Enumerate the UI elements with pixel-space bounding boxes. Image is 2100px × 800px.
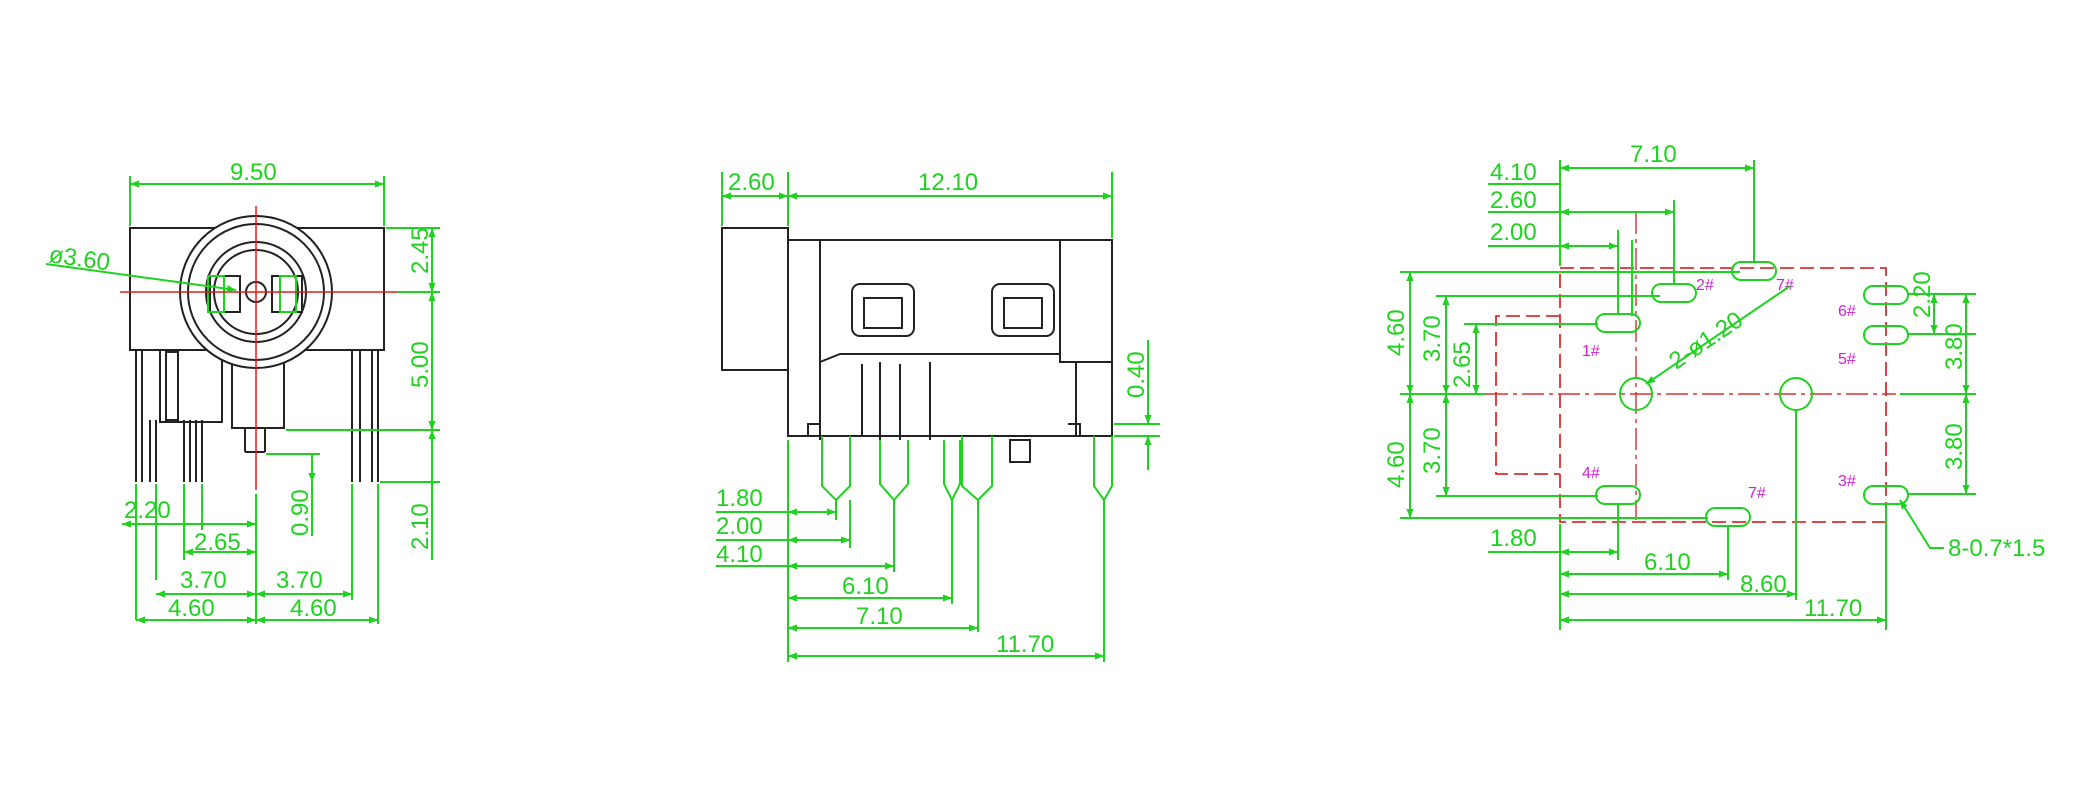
footprint-view: 1# 2# 7# 6# 5# 4# 7# 3# 7.10 4.10 2.60 (1383, 141, 2045, 630)
front-h2-label: 5.00 (407, 341, 434, 388)
fp-right-380-top-label: 3.80 (1941, 323, 1968, 370)
pin-slot-2 (1651, 283, 1697, 303)
front-370-left-label: 3.70 (180, 567, 227, 594)
fp-left-460-top-label: 4.60 (1383, 309, 1410, 356)
fp-top-410-label: 4.10 (1490, 159, 1537, 186)
side-180-label: 1.80 (716, 485, 763, 512)
fp-right-380-bottom-label: 3.80 (1941, 423, 1968, 470)
pin-labels: 1# 2# 7# 6# 5# 4# 7# 3# (1582, 277, 1856, 502)
front-265-label: 2.65 (194, 529, 241, 556)
front-view: 9.50 ø3.60 2.45 5.00 2.10 0.90 (45, 159, 440, 624)
front-h3-label: 2.10 (407, 503, 434, 550)
side-body-outline (721, 227, 1113, 463)
side-260-label: 2.60 (728, 169, 775, 196)
fp-left-370-top-label: 3.70 (1419, 315, 1446, 362)
fp-bottom-180-label: 1.80 (1490, 525, 1537, 552)
fp-left-370-bottom-label: 3.70 (1419, 427, 1446, 474)
front-diameter-label: ø3.60 (47, 241, 112, 276)
side-040-label: 0.40 (1123, 351, 1150, 398)
front-460-left-label: 4.60 (168, 595, 215, 622)
fp-top-200-label: 2.00 (1490, 219, 1537, 246)
front-centerlines (120, 206, 400, 490)
fp-top-260-label: 2.60 (1490, 187, 1537, 214)
pin-label-2: 2# (1696, 277, 1714, 294)
pin-label-5: 5# (1838, 351, 1856, 368)
fp-top-710-label: 7.10 (1630, 141, 1677, 168)
side-710-label: 7.10 (856, 603, 903, 630)
pin-label-3: 3# (1838, 473, 1856, 490)
front-090-label: 0.90 (287, 489, 314, 536)
pin-label-7b: 7# (1748, 485, 1766, 502)
pin-slot-7-bottom (1705, 507, 1751, 527)
fp-left-460-bottom-label: 4.60 (1383, 441, 1410, 488)
fp-right-220-label: 2.20 (1909, 271, 1936, 318)
side-1210-label: 12.10 (918, 169, 978, 196)
pin-slot-1 (1595, 313, 1641, 333)
side-410-label: 4.10 (716, 541, 763, 568)
front-h1-label: 2.45 (407, 227, 434, 274)
pin-label-1: 1# (1582, 343, 1600, 360)
front-460-right-label: 4.60 (290, 595, 337, 622)
front-width-label: 9.50 (230, 159, 277, 186)
side-dimensions: 2.60 12.10 0.40 1.80 2.00 4.10 6.10 (716, 169, 1160, 662)
side-pins (821, 364, 1113, 503)
pin-label-7a: 7# (1776, 277, 1794, 294)
front-dimensions: 9.50 ø3.60 2.45 5.00 2.10 0.90 (45, 159, 440, 624)
footprint-holes (1595, 261, 1909, 527)
footprint-dimensions: 7.10 4.10 2.60 2.00 4.60 3.70 2.65 4.6 (1383, 141, 2045, 630)
fp-slot-note: 8-0.7*1.5 (1948, 535, 2045, 562)
fp-hole-note: 2-ø1.20 (1664, 306, 1748, 375)
front-370-right-label: 3.70 (276, 567, 323, 594)
fp-bottom-1170-label: 11.70 (1804, 595, 1862, 622)
side-view: 2.60 12.10 0.40 1.80 2.00 4.10 6.10 (716, 169, 1160, 662)
front-220-label: 2.20 (124, 497, 171, 524)
mount-hole-1 (1619, 377, 1653, 411)
side-1170-label: 11.70 (996, 631, 1054, 658)
footprint-outline (1486, 212, 1896, 523)
side-200-label: 2.00 (716, 513, 763, 540)
fp-bottom-860-label: 8.60 (1740, 571, 1787, 598)
fp-bottom-610-label: 6.10 (1644, 549, 1691, 576)
side-610-label: 6.10 (842, 573, 889, 600)
pin-slot-4 (1595, 485, 1641, 505)
pin-label-4: 4# (1582, 465, 1600, 482)
fp-left-265-label: 2.65 (1449, 341, 1476, 388)
pin-label-6: 6# (1838, 303, 1856, 320)
